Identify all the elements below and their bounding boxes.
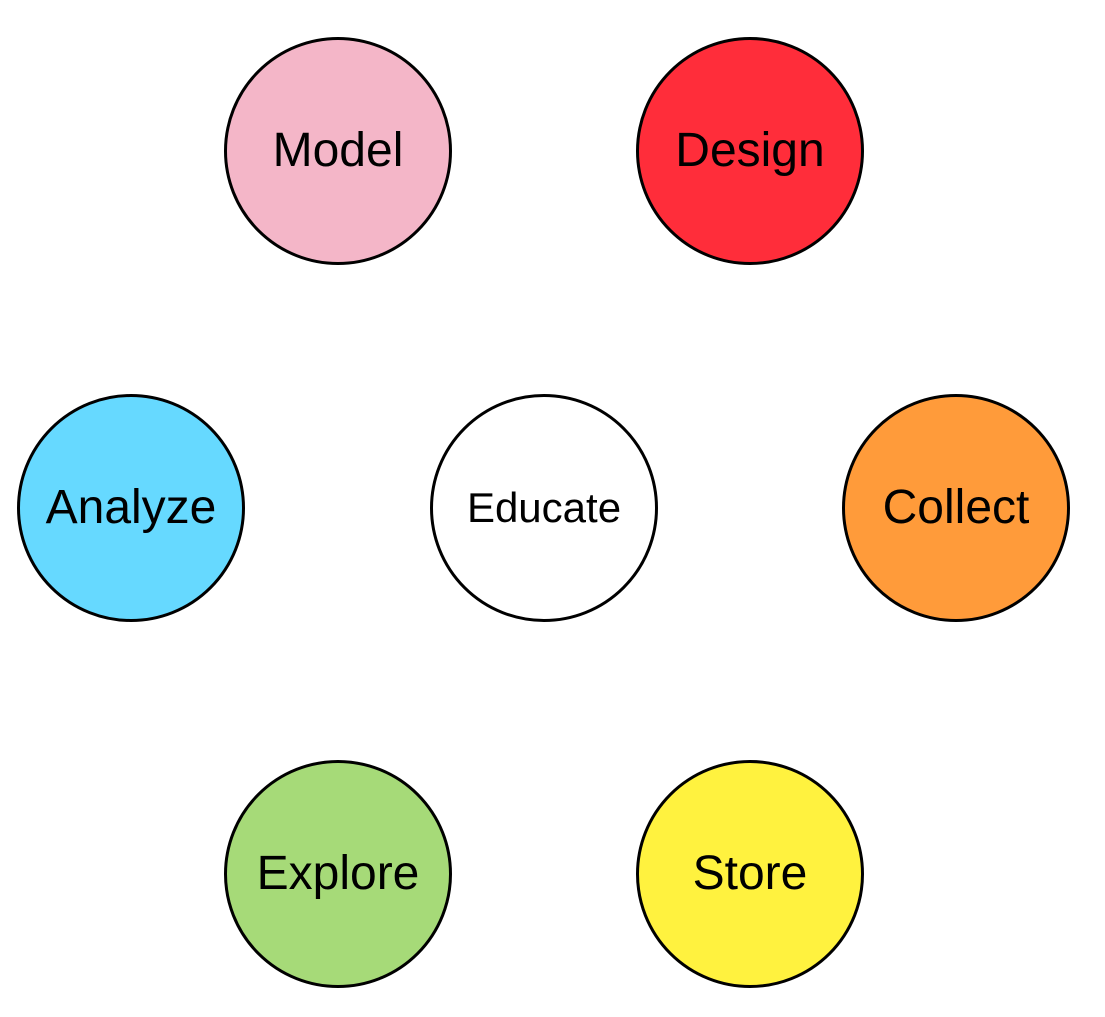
- educate-node: Educate: [430, 394, 658, 622]
- analyze-label: Analyze: [45, 481, 217, 534]
- design-label: Design: [675, 124, 825, 177]
- analyze-node: Analyze: [17, 394, 245, 622]
- educate-label: Educate: [466, 484, 622, 531]
- store-node: Store: [636, 760, 864, 988]
- collect-label: Collect: [882, 481, 1030, 534]
- explore-node: Explore: [224, 760, 452, 988]
- model-label: Model: [272, 124, 404, 177]
- collect-node: Collect: [842, 394, 1070, 622]
- explore-label: Explore: [256, 847, 420, 900]
- design-node: Design: [636, 37, 864, 265]
- model-node: Model: [224, 37, 452, 265]
- store-label: Store: [692, 847, 808, 900]
